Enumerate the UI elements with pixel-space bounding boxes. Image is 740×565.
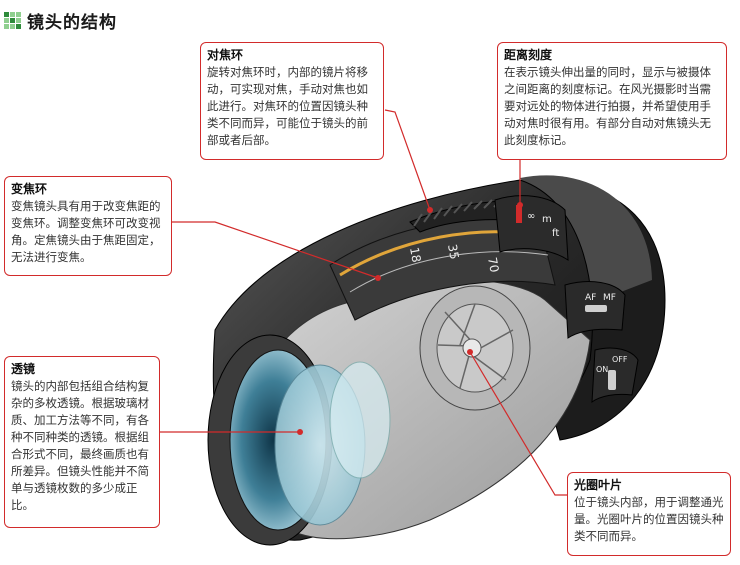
lens-element-callout: 透镜 镜头的内部包括组合结构复杂的多枚透镜。根据玻璃材质、加工方法等不同，有各种… <box>4 356 160 528</box>
distance-mark: ft <box>552 228 559 239</box>
mf-label: MF <box>603 293 616 303</box>
zoom-scale-number: 70 <box>485 256 501 273</box>
distance-scale-window: ∞ m ft <box>494 195 569 261</box>
distance-mark: ∞ <box>527 211 535 222</box>
os-off-label: OFF <box>612 355 628 364</box>
callout-body: 在表示镜头伸出量的同时，显示与被摄体之间距离的刻度标记。在风光摄影时当需要对远处… <box>504 65 711 147</box>
callout-title: 光圈叶片 <box>574 478 623 492</box>
zoom-scale: 18 35 70 <box>407 243 501 273</box>
page-title: 镜头的结构 <box>27 12 117 33</box>
callout-title: 距离刻度 <box>504 48 553 62</box>
callout-title: 对焦环 <box>207 48 244 62</box>
callout-title: 透镜 <box>11 362 36 376</box>
distance-mark: m <box>542 214 552 225</box>
callout-body: 旋转对焦环时，内部的镜片将移动，可实现对焦，手动对焦也如此进行。对焦环的位置因镜… <box>207 65 368 147</box>
page-header: 镜头的结构 <box>4 8 117 33</box>
front-lens-element <box>207 334 391 546</box>
os-on-label: ON <box>596 365 608 374</box>
focus-ring-callout: 对焦环 旋转对焦环时，内部的镜片将移动，可实现对焦，手动对焦也如此进行。对焦环的… <box>200 42 384 160</box>
zoom-ring-callout: 变焦环 变焦镜头具有用于改变焦距的变焦环。调整变焦环可改变视角。定焦镜头由于焦距… <box>4 176 172 276</box>
callout-body: 变焦镜头具有用于改变焦距的变焦环。调整变焦环可改变视角。定焦镜头由于焦距固定，无… <box>11 199 161 264</box>
af-mf-switch: AF MF <box>564 281 626 339</box>
distance-scale-callout: 距离刻度 在表示镜头伸出量的同时，显示与被摄体之间距离的刻度标记。在风光摄影时当… <box>497 42 727 160</box>
callout-body: 镜头的内部包括组合结构复杂的多枚透镜。根据玻璃材质、加工方法等不同，有各种不同种… <box>11 379 149 512</box>
grid-logo-icon <box>4 11 21 29</box>
leader-dots <box>297 202 523 435</box>
callout-body: 位于镜头内部，用于调整通光量。光圈叶片的位置因镜头种类不同而异。 <box>574 495 724 543</box>
aperture-blades-callout: 光圈叶片 位于镜头内部，用于调整通光量。光圈叶片的位置因镜头种类不同而异。 <box>567 472 731 556</box>
os-switch: OFF ON <box>591 347 639 404</box>
zoom-ring <box>329 218 556 321</box>
zoom-scale-number: 18 <box>407 246 423 263</box>
callout-title: 变焦环 <box>11 182 48 196</box>
af-label: AF <box>585 293 596 303</box>
zoom-scale-number: 35 <box>445 243 461 260</box>
aperture-blades <box>419 285 531 411</box>
